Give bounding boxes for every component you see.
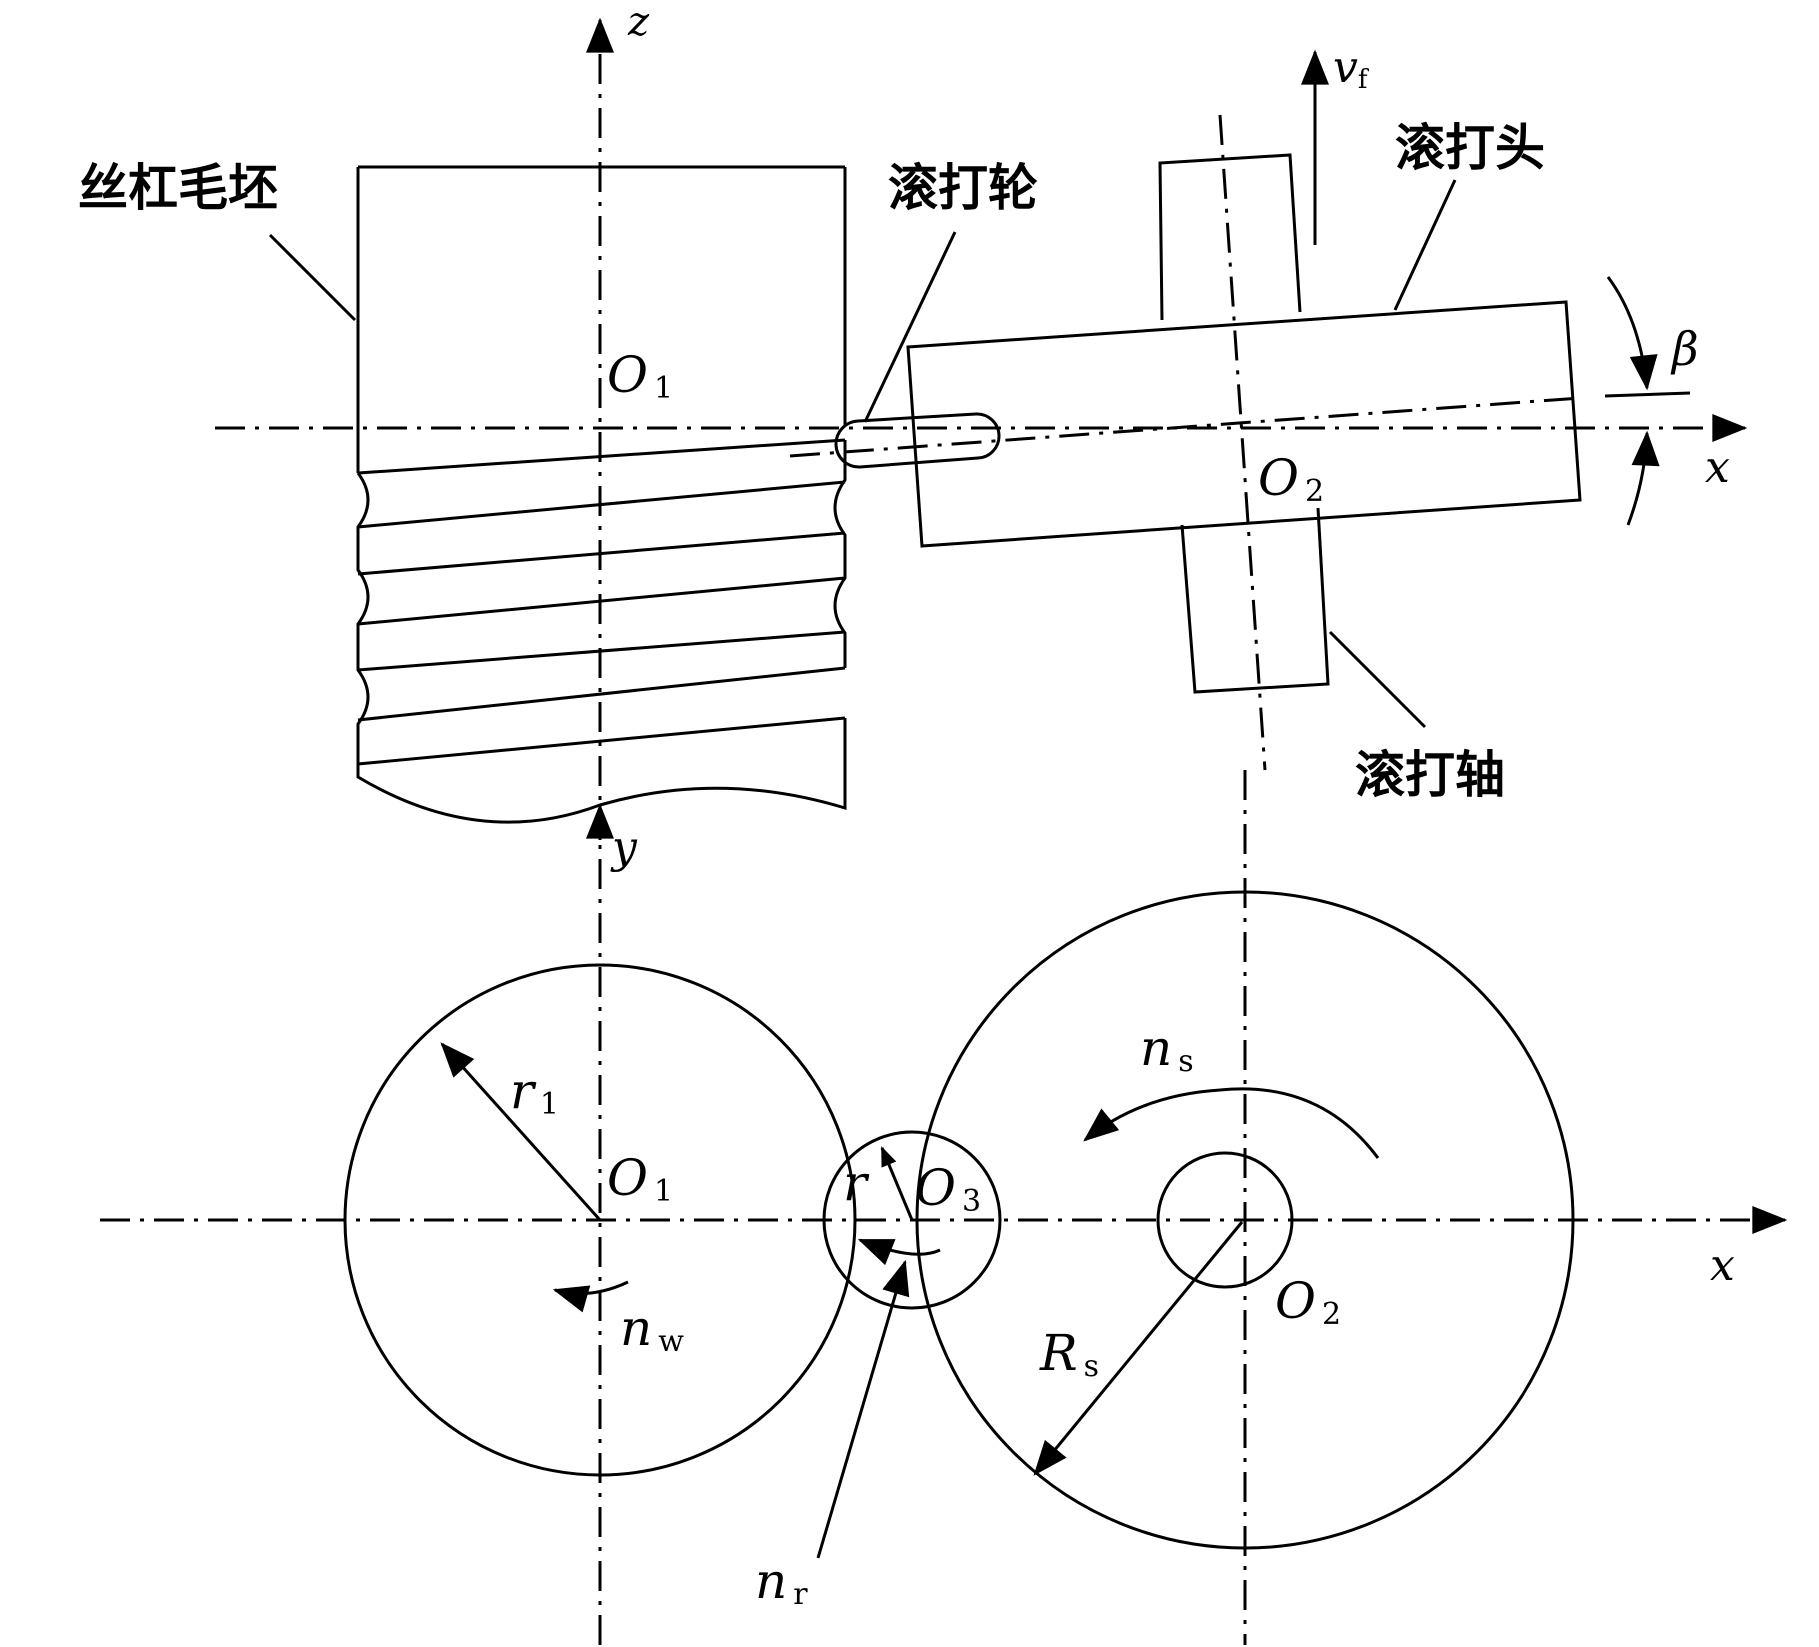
bottom-x-axis-label: x <box>1710 1240 1735 1291</box>
z-axis-label: z <box>627 0 650 45</box>
label-screw-blank: 丝杠毛坯 <box>78 159 278 217</box>
label-rolling-shaft: 滚打轴 <box>1355 746 1505 804</box>
beta-label: β <box>1670 322 1699 376</box>
wheel-circle <box>822 1130 1002 1310</box>
rolling-wheel <box>834 412 1001 469</box>
rs-arrow <box>1033 1221 1244 1476</box>
leader-head <box>1393 179 1457 311</box>
nr-rotation-arrow <box>857 1238 941 1266</box>
leader-wheel <box>863 231 957 423</box>
r1-arrow <box>440 1042 602 1222</box>
head-centerline <box>1218 114 1267 771</box>
leader-blank <box>268 233 357 322</box>
beta-arrow-upper <box>1606 276 1658 391</box>
rolling-head <box>906 300 1582 548</box>
nr-leader <box>816 1259 910 1559</box>
beta-arrow-lower <box>1626 430 1660 526</box>
rolling-shaft-bottom <box>1180 507 1330 694</box>
workpiece-circle <box>343 963 857 1477</box>
screw-blank <box>356 165 847 824</box>
head-circle <box>915 890 1575 1550</box>
leader-shaft <box>1328 630 1427 729</box>
rolling-shaft-top <box>1158 153 1302 321</box>
nw-arrow <box>552 1280 629 1313</box>
ns-arrow <box>1083 1087 1380 1159</box>
r-label: r <box>843 1154 870 1212</box>
y-axis-label: y <box>610 822 638 873</box>
label-rolling-head: 滚打头 <box>1395 119 1545 177</box>
hub-circle <box>1156 1151 1294 1289</box>
label-rolling-wheel: 滚打轮 <box>888 159 1038 217</box>
top-x-axis-label: x <box>1705 442 1730 493</box>
feed-label: vf <box>1333 42 1370 95</box>
beta-tick <box>1604 391 1691 398</box>
r-arrow <box>880 1146 914 1221</box>
tilted-axis <box>789 396 1581 458</box>
